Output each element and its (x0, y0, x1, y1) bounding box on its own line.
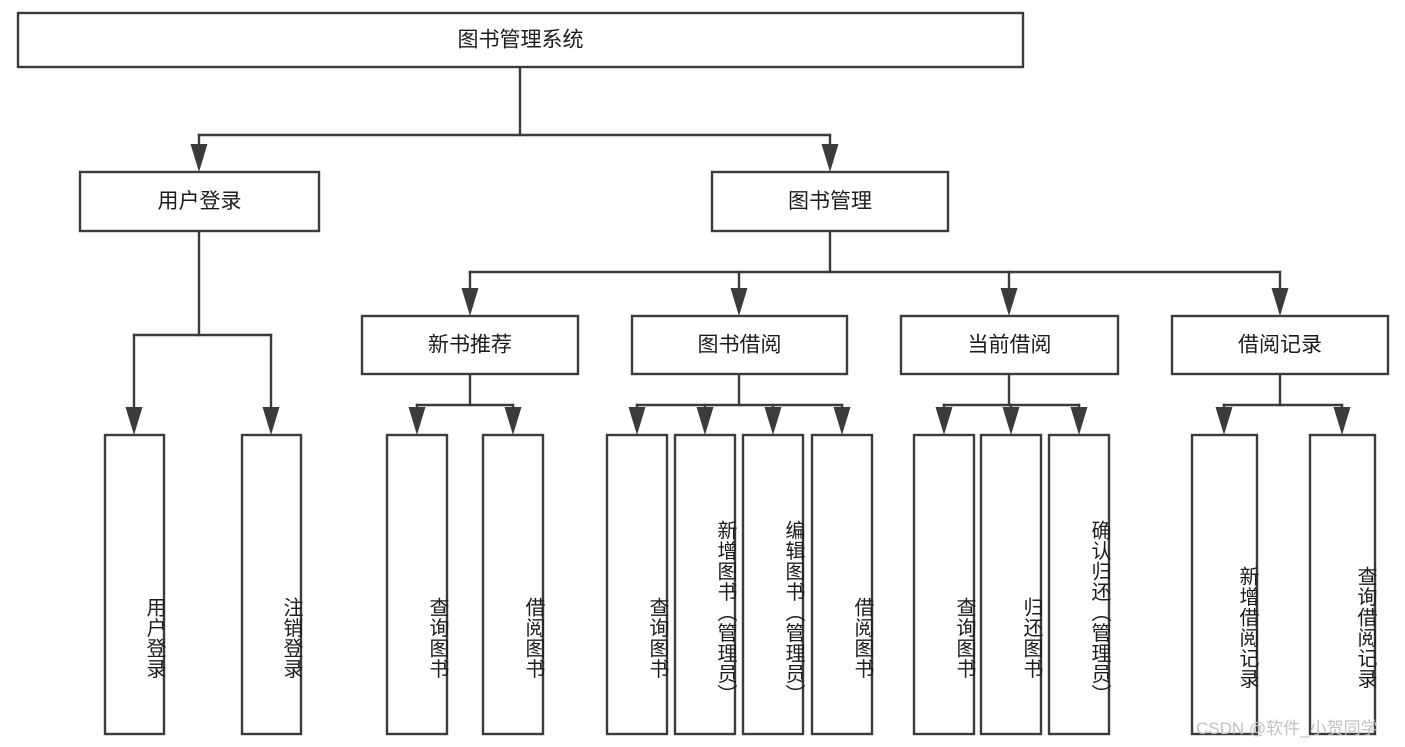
arrow-head-icon (833, 407, 851, 435)
node-book-manage-label: 图书管理 (788, 190, 872, 213)
arrow-head-icon (821, 144, 839, 172)
node-root-label: 图书管理系统 (458, 29, 584, 52)
connector-group (461, 229, 1289, 316)
node-leaf-confirm-return[interactable] (1047, 433, 1111, 736)
connector-group (935, 372, 1088, 435)
connector-group (628, 372, 851, 435)
node-leaf-user-logout[interactable] (240, 433, 303, 736)
node-leaf-add-book[interactable] (673, 433, 737, 736)
node-new-book-recommend-label: 新书推荐 (428, 334, 512, 357)
node-book-manage[interactable] (710, 170, 950, 233)
node-leaf-return-book[interactable] (979, 433, 1043, 736)
node-leaf-borrow-book-1[interactable] (481, 433, 545, 736)
arrow-head-icon (730, 288, 748, 316)
node-leaf-query-borrow-record[interactable] (1308, 433, 1377, 736)
arrow-head-icon (125, 407, 143, 435)
node-leaf-query-book-2[interactable] (605, 433, 669, 736)
node-user-login-label: 用户登录 (158, 190, 242, 213)
arrow-head-icon (1070, 407, 1088, 435)
arrow-head-icon (764, 407, 782, 435)
node-leaf-edit-book[interactable] (741, 433, 805, 736)
node-leaf-user-login[interactable] (103, 433, 166, 736)
arrow-head-icon (504, 407, 522, 435)
watermark-text: CSDN @软件_小贺同学 (1196, 719, 1378, 738)
node-new-book-recommend[interactable] (360, 314, 580, 376)
arrow-head-icon (262, 407, 280, 435)
arrow-head-icon (935, 407, 953, 435)
node-book-borrow-label: 图书借阅 (698, 334, 782, 357)
node-book-borrow[interactable] (630, 314, 849, 376)
node-leaf-query-book-3[interactable] (912, 433, 976, 736)
arrow-head-icon (1333, 407, 1351, 435)
arrow-head-icon (1002, 407, 1020, 435)
arrow-head-icon (408, 407, 426, 435)
arrow-head-icon (1000, 288, 1018, 316)
connector-group (1215, 372, 1351, 435)
connector-group (408, 372, 522, 435)
arrow-head-icon (190, 144, 208, 172)
arrow-head-icon (1215, 407, 1233, 435)
connector-layer (125, 65, 1351, 435)
arrow-head-icon (1271, 288, 1289, 316)
connector-group (190, 65, 839, 172)
arrow-head-icon (461, 288, 479, 316)
arrow-head-icon (696, 407, 714, 435)
node-borrow-record[interactable] (1170, 314, 1390, 376)
node-leaf-query-book-1[interactable] (385, 433, 449, 736)
node-leaf-borrow-book-2[interactable] (810, 433, 874, 736)
node-leaf-add-borrow-record[interactable] (1190, 433, 1259, 736)
arrow-head-icon (628, 407, 646, 435)
node-borrow-record-label: 借阅记录 (1238, 334, 1322, 357)
node-root[interactable] (16, 11, 1025, 69)
node-box-layer (16, 11, 1390, 736)
node-current-borrow-label: 当前借阅 (968, 334, 1052, 357)
node-current-borrow[interactable] (899, 314, 1120, 376)
node-user-login[interactable] (78, 170, 321, 233)
connector-group (125, 229, 280, 435)
